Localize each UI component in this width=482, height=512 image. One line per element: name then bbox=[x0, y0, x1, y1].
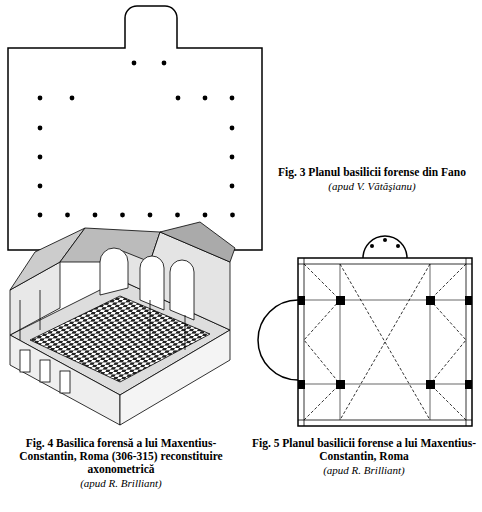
piers bbox=[298, 238, 472, 389]
axonometric-view bbox=[10, 222, 235, 425]
column-dot bbox=[38, 213, 43, 218]
column-dot bbox=[230, 184, 235, 189]
column-dot bbox=[93, 213, 98, 218]
maxentius-plan bbox=[258, 236, 472, 426]
source-note: (apud R. Brilliant) bbox=[250, 464, 478, 477]
source-note: (apud R. Brilliant) bbox=[5, 477, 237, 490]
column-dot bbox=[230, 213, 235, 218]
column-dot bbox=[230, 155, 235, 160]
source-note: (apud V. Vătăşianu) bbox=[272, 180, 472, 193]
column-dot bbox=[230, 96, 235, 101]
column-dot bbox=[38, 155, 43, 160]
column-dot bbox=[132, 61, 137, 66]
figure-caption: Fig. 4 Basilica forensă a lui Maxentius-… bbox=[5, 437, 237, 476]
column-dot bbox=[70, 96, 75, 101]
column-dot bbox=[38, 96, 43, 101]
figure-caption: Fig. 3 Planul basilicii forense din Fano bbox=[272, 166, 472, 179]
column-dots bbox=[38, 61, 235, 218]
column-dot bbox=[203, 213, 208, 218]
column-dot bbox=[162, 61, 167, 66]
fano-plan bbox=[8, 6, 262, 250]
column-dot bbox=[230, 126, 235, 131]
column-dot bbox=[175, 213, 180, 218]
column-dot bbox=[203, 96, 208, 101]
column-dot bbox=[65, 213, 70, 218]
figure-caption: Fig. 5 Planul basilicii forense a lui Ma… bbox=[250, 437, 478, 463]
column-dot bbox=[38, 126, 43, 131]
column-dot bbox=[148, 213, 153, 218]
column-dot bbox=[38, 184, 43, 189]
column-dot bbox=[120, 213, 125, 218]
column-dot bbox=[176, 96, 181, 101]
